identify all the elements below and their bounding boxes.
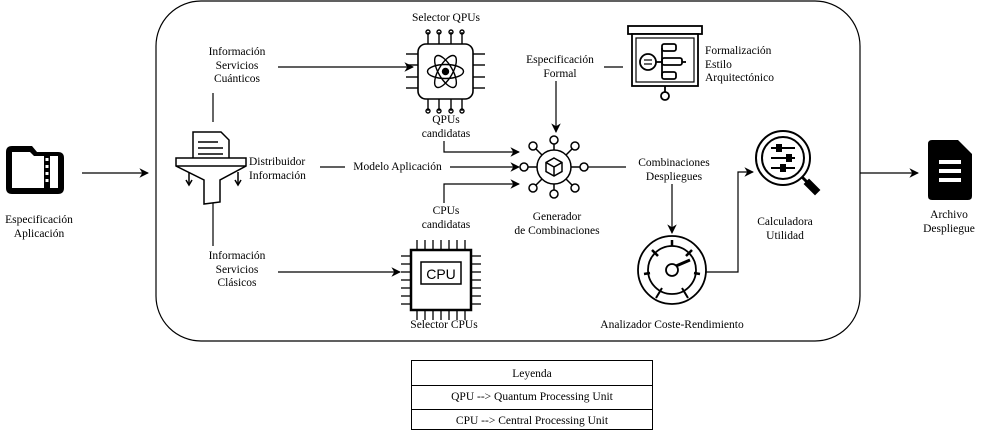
document-icon (928, 140, 972, 200)
selector-cpus-label: Selector CPUs (410, 319, 478, 331)
analizador-label: Analizador Coste-Rendimiento (600, 319, 744, 331)
cpu-chip-text: CPU (426, 266, 456, 282)
cpu-chip-icon: CPU (401, 240, 481, 320)
magnifier-sliders-icon (755, 130, 821, 196)
funnel-icon (175, 131, 247, 205)
quantum-chip-icon (406, 29, 485, 114)
gauge-icon (637, 235, 707, 305)
edge-analizador-to-calculadora (706, 167, 754, 273)
modelo-aplicacion-label: Modelo Aplicación (345, 161, 450, 175)
legend-row-qpu: QPU --> Quantum Processing Unit (412, 385, 652, 409)
legend-row-cpu: CPU --> Central Processing Unit (412, 409, 652, 433)
folder-zip-icon (6, 146, 64, 194)
selector-qpus-label: Selector QPUs (411, 12, 481, 24)
legend-box: Leyenda QPU --> Quantum Processing Unit … (411, 360, 653, 430)
legend-title: Leyenda (512, 368, 552, 380)
edge-cpus-to-generador (443, 179, 520, 203)
presentation-board-icon (627, 25, 703, 101)
system-boundary (155, 0, 861, 342)
hub-network-icon (519, 135, 589, 199)
